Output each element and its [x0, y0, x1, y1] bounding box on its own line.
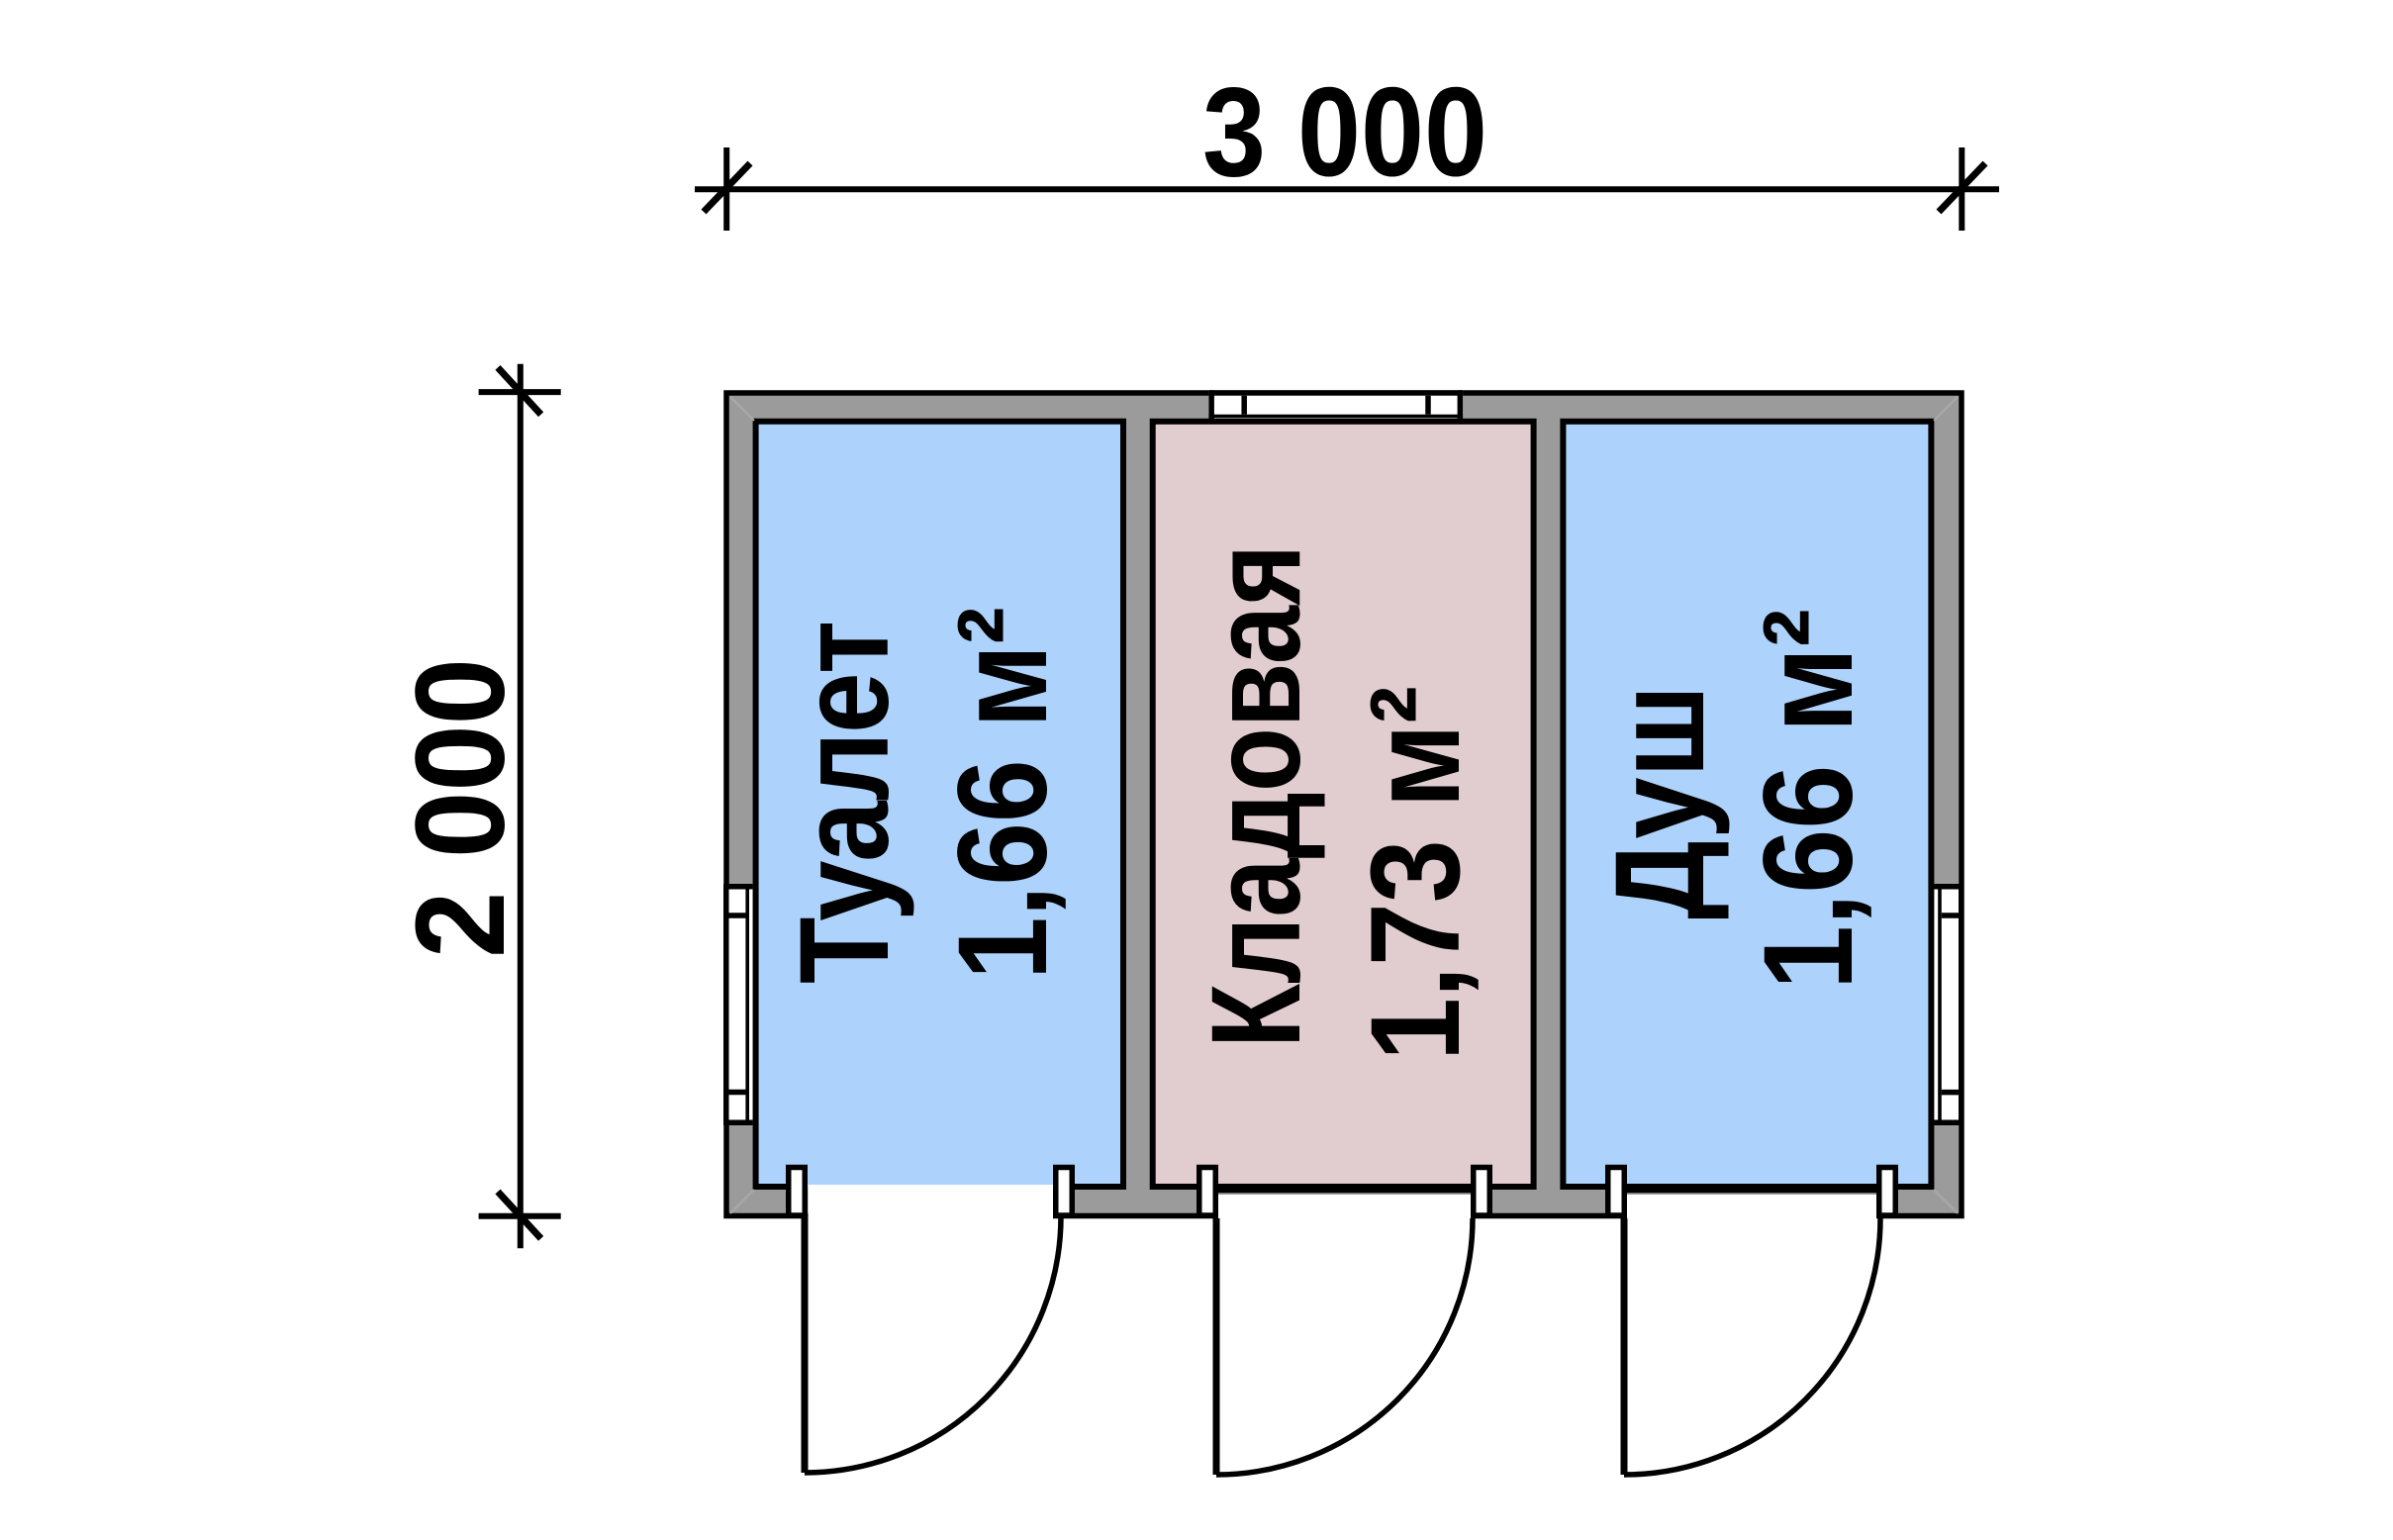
- svg-text:3 000: 3 000: [1202, 62, 1487, 204]
- svg-text:1,66 м²: 1,66 м²: [932, 607, 1074, 980]
- svg-text:Душ: Душ: [1589, 685, 1731, 919]
- svg-text:1,66 м²: 1,66 м²: [1738, 609, 1879, 990]
- svg-text:2 000: 2 000: [390, 658, 531, 958]
- svg-text:Кладовая: Кладовая: [1186, 544, 1327, 1048]
- svg-text:1,73 м²: 1,73 м²: [1345, 686, 1486, 1061]
- svg-text:Туалет: Туалет: [774, 621, 915, 984]
